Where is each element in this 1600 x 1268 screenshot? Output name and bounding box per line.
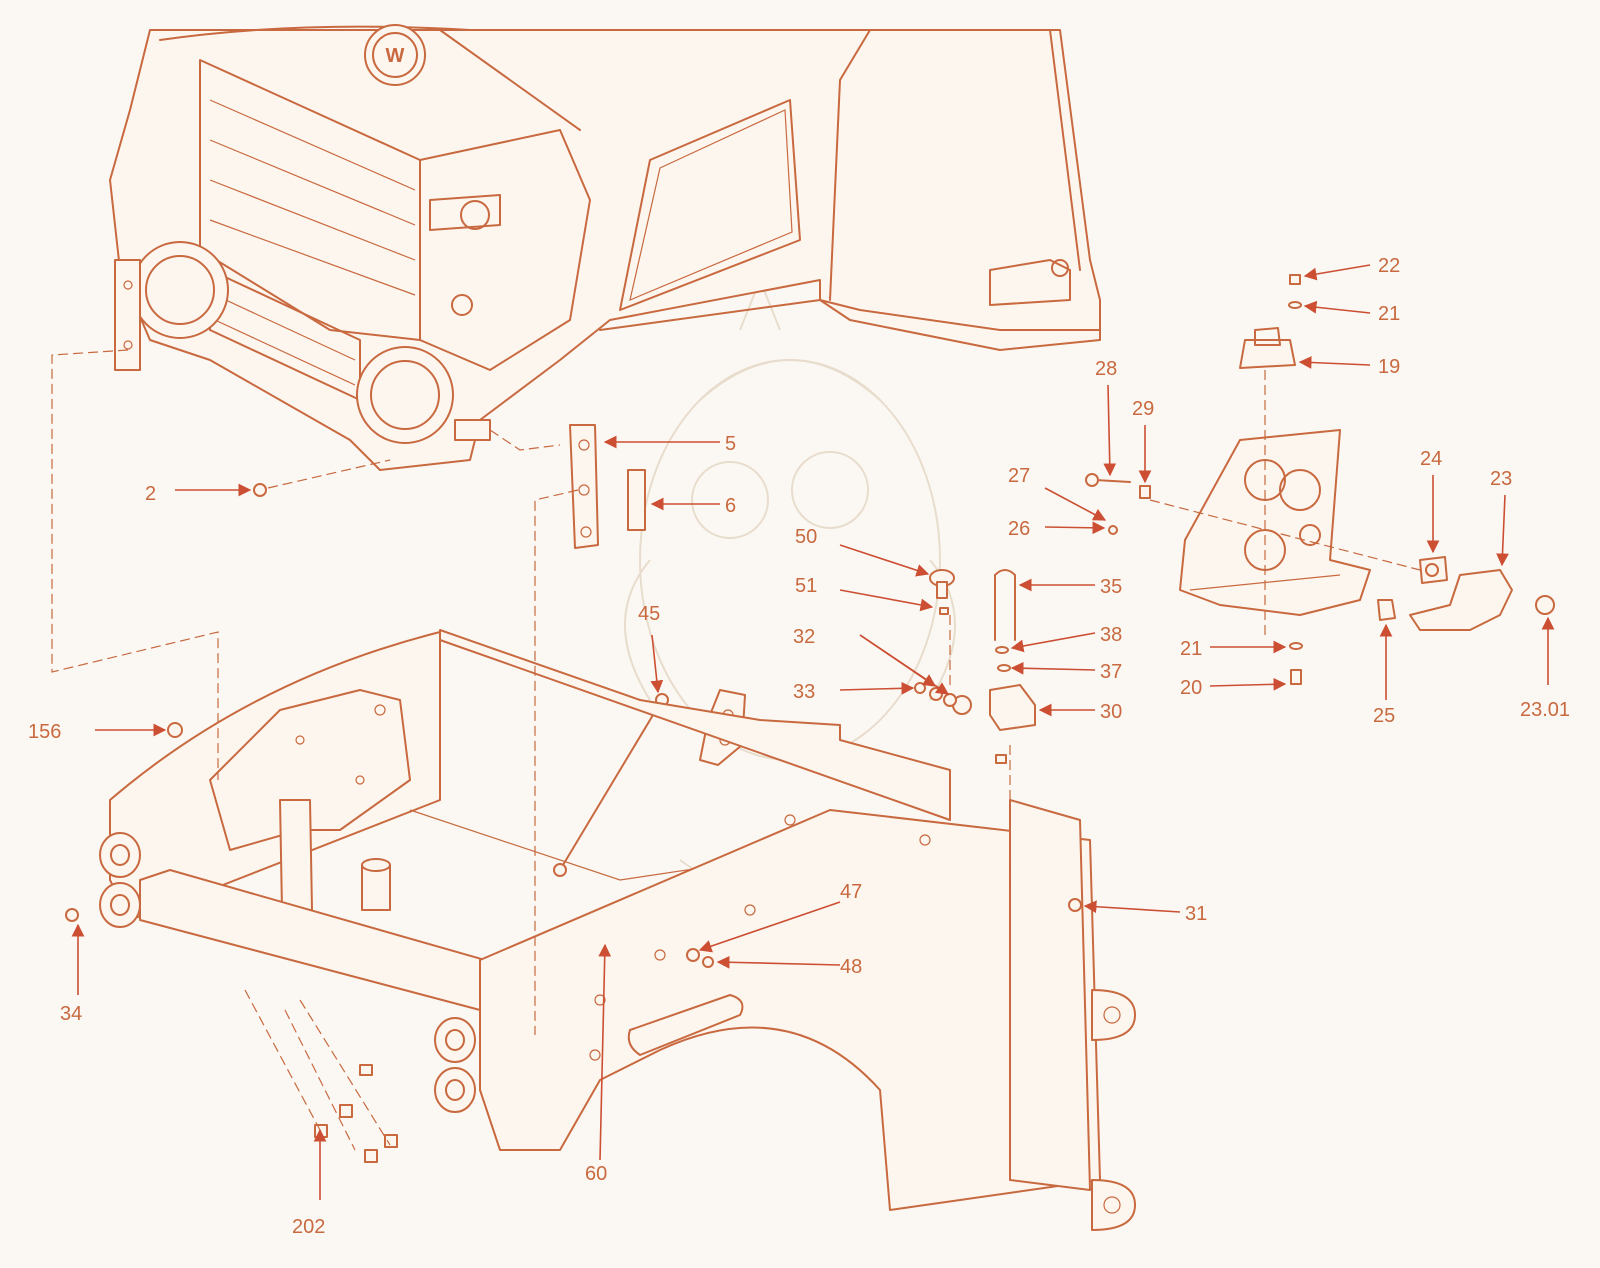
callout-6: 6 bbox=[725, 495, 736, 517]
leader-arrows bbox=[71, 264, 1555, 1200]
callout-23: 23 bbox=[1490, 468, 1512, 490]
hood-logo-letter: W bbox=[386, 45, 405, 67]
gas-strut bbox=[553, 693, 669, 877]
callout-47: 47 bbox=[840, 881, 862, 903]
latch-bracket bbox=[1239, 327, 1296, 369]
callout-156: 156 bbox=[28, 721, 61, 743]
callout-21-lower: 21 bbox=[1180, 638, 1202, 660]
hood-bracket bbox=[914, 646, 1036, 764]
callout-29: 29 bbox=[1132, 398, 1154, 420]
callout-37: 37 bbox=[1100, 661, 1122, 683]
u-bolt bbox=[994, 569, 1016, 641]
callout-24: 24 bbox=[1420, 448, 1442, 470]
callout-38: 38 bbox=[1100, 624, 1122, 646]
alignment-lines bbox=[51, 349, 1421, 1151]
hinge-plate bbox=[569, 424, 599, 549]
pin-bolt bbox=[1085, 473, 1151, 535]
hood-logo-badge: W bbox=[364, 24, 426, 86]
callout-51: 51 bbox=[795, 575, 817, 597]
callout-5: 5 bbox=[725, 433, 736, 455]
latch-hardware bbox=[1288, 274, 1303, 685]
callout-27: 27 bbox=[1008, 465, 1030, 487]
callout-19: 19 bbox=[1378, 356, 1400, 378]
callout-60: 60 bbox=[585, 1163, 607, 1185]
callout-28: 28 bbox=[1095, 358, 1117, 380]
callout-23-01: 23.01 bbox=[1520, 699, 1570, 721]
callout-50: 50 bbox=[795, 526, 817, 548]
callout-48: 48 bbox=[840, 956, 862, 978]
hood-assembly bbox=[109, 25, 1101, 471]
callout-labels: 2 5 6 19 20 21 21 22 23 23.01 24 25 26 2… bbox=[28, 255, 1570, 1238]
adjust-knob bbox=[929, 569, 955, 615]
callout-33: 33 bbox=[793, 681, 815, 703]
callout-45: 45 bbox=[638, 603, 660, 625]
callout-21-upper: 21 bbox=[1378, 303, 1400, 325]
callout-34: 34 bbox=[60, 1003, 82, 1025]
callout-20: 20 bbox=[1180, 677, 1202, 699]
hinge-spacer bbox=[627, 469, 646, 531]
callout-32: 32 bbox=[793, 626, 815, 648]
callout-30: 30 bbox=[1100, 701, 1122, 723]
callout-25: 25 bbox=[1373, 705, 1395, 727]
door-handle bbox=[1377, 556, 1555, 631]
callout-26: 26 bbox=[1008, 518, 1030, 540]
callout-31: 31 bbox=[1185, 903, 1207, 925]
callout-22: 22 bbox=[1378, 255, 1400, 277]
callout-202: 202 bbox=[292, 1216, 325, 1238]
watermark-illustration bbox=[624, 277, 956, 901]
chassis-frame bbox=[99, 629, 1136, 1231]
callout-35: 35 bbox=[1100, 576, 1122, 598]
side-cover-panel bbox=[1179, 429, 1371, 616]
callout-2: 2 bbox=[145, 483, 156, 505]
